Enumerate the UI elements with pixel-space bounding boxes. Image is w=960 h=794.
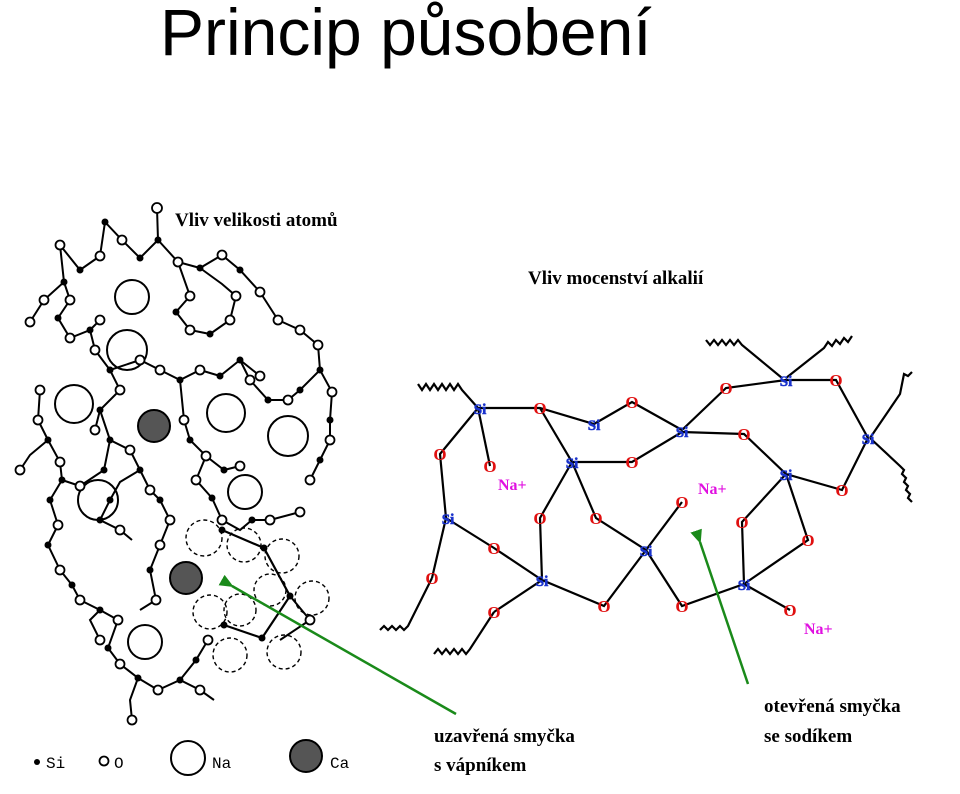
legend: Si O Na Ca <box>34 739 350 776</box>
na-ion: Na+ <box>804 621 833 638</box>
o-atom: O <box>737 425 750 444</box>
legend-label-na: Na <box>212 755 232 773</box>
si-atom: Si <box>536 574 549 590</box>
right-heading: Vliv mocenství alkalií <box>528 268 704 289</box>
na-ion: Na+ <box>498 477 527 494</box>
right-atoms: Si Si Si Si Si Si Si Si Si Si Si O O O O… <box>425 371 874 638</box>
arrows <box>218 528 750 716</box>
si-atom: Si <box>442 512 455 528</box>
o-atom: O <box>835 481 848 500</box>
o-atom: O <box>589 509 602 528</box>
closed-loop-label-2: s vápníkem <box>434 755 527 776</box>
si-atom: Si <box>474 402 487 418</box>
o-atom: O <box>829 371 842 390</box>
si-atom: Si <box>862 432 875 448</box>
o-atom: O <box>625 393 638 412</box>
si-atom: Si <box>738 578 751 594</box>
annotations: uzavřená smyčka s vápníkem otevřená smyč… <box>434 696 901 776</box>
legend-label-ca: Ca <box>330 755 350 773</box>
si-atom: Si <box>676 425 689 441</box>
o-atom: O <box>533 399 546 418</box>
open-loop-label-2: se sodíkem <box>764 726 852 747</box>
si-atom: Si <box>640 544 653 560</box>
na-ion: Na+ <box>698 481 727 498</box>
left-diagram <box>14 202 338 726</box>
o-atom: O <box>719 379 732 398</box>
si-atom: Si <box>780 468 793 484</box>
o-atom: O <box>483 457 496 476</box>
si-atom: Si <box>566 456 579 472</box>
left-heading: Vliv velikosti atomů <box>175 210 338 231</box>
o-atom: O <box>487 539 500 558</box>
o-atom: O <box>487 603 500 622</box>
o-atom: O <box>433 445 446 464</box>
closed-loop-label-1: uzavřená smyčka <box>434 726 575 747</box>
o-atom: O <box>783 601 796 620</box>
legend-label-o: O <box>114 755 124 773</box>
ca-atom <box>137 409 203 595</box>
o-atom: O <box>675 597 688 616</box>
legend-label-si: Si <box>46 755 65 773</box>
si-atom: Si <box>780 374 793 390</box>
o-atom: O <box>801 531 814 550</box>
right-diagram <box>379 335 913 656</box>
o-atom: O <box>625 453 638 472</box>
open-loop-label-1: otevřená smyčka <box>764 696 901 717</box>
o-atom: O <box>533 509 546 528</box>
si-atom: Si <box>588 418 601 434</box>
o-atom: O <box>597 597 610 616</box>
o-atom: O <box>735 513 748 532</box>
slide-title: Princip působení <box>160 0 652 69</box>
o-atom: O <box>425 569 438 588</box>
o-atom: O <box>675 493 688 512</box>
